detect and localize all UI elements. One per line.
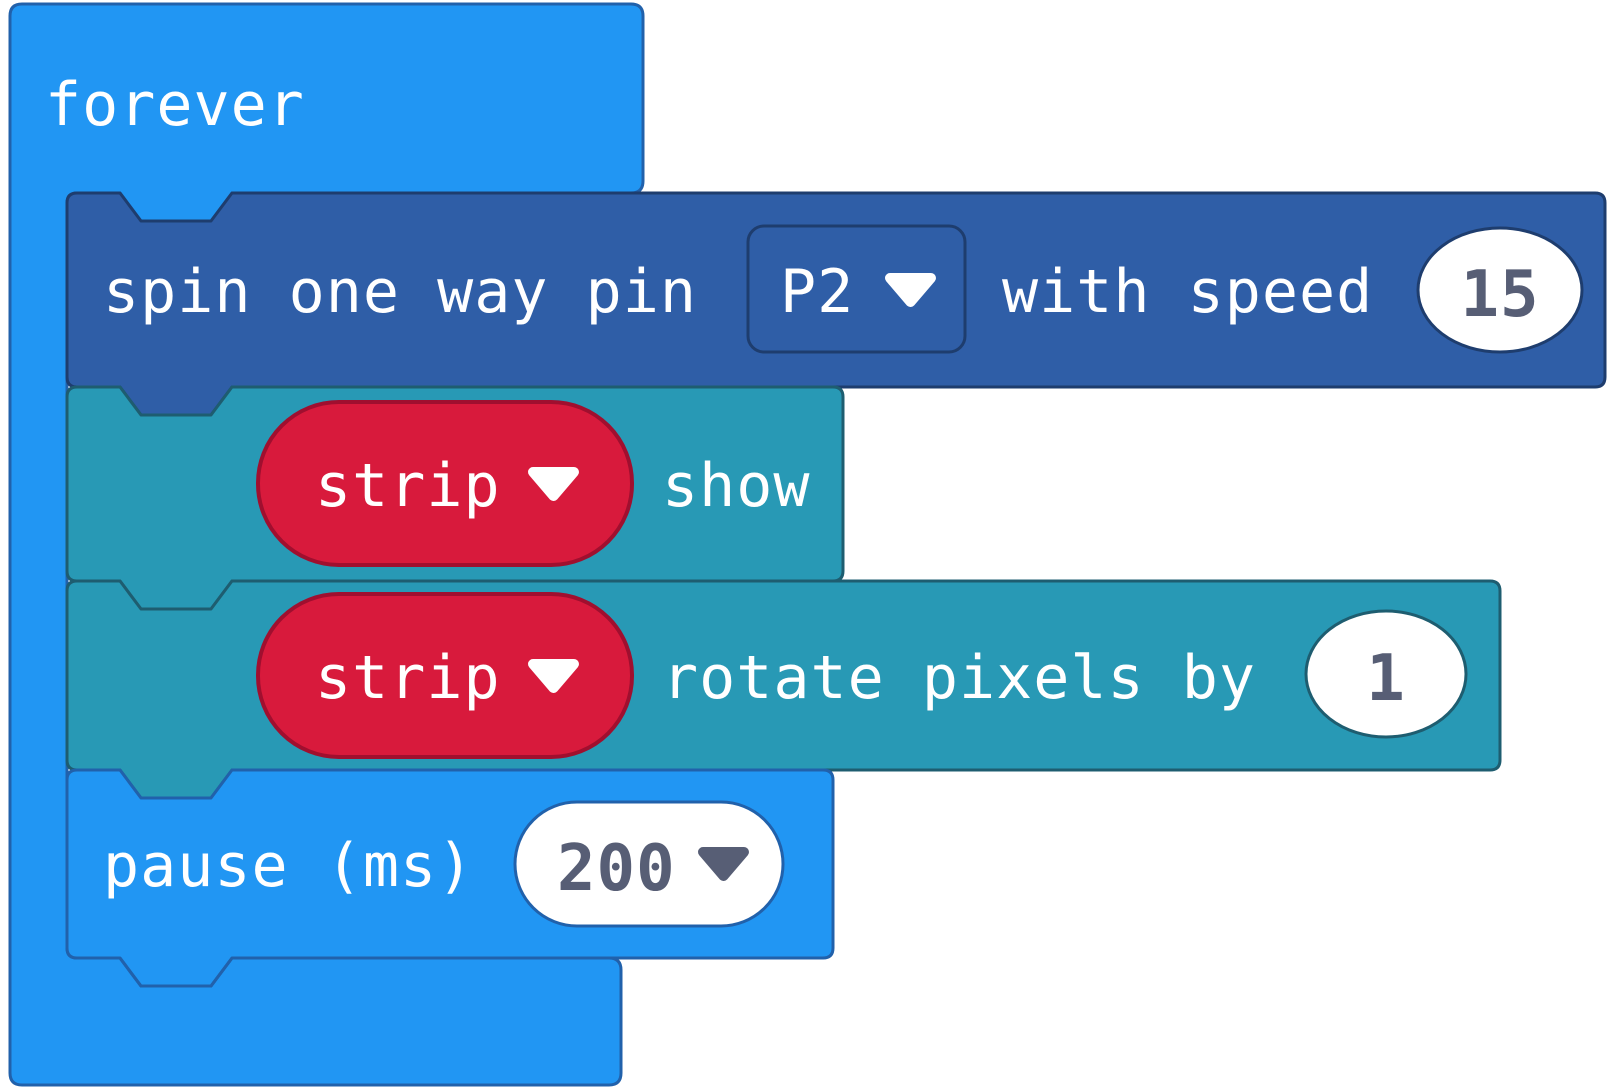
strip-show-block: strip show: [65, 385, 845, 611]
pause-label: pause (ms): [103, 831, 474, 901]
block-connector-notch: [118, 957, 234, 988]
spin-one-way-block: spin one way pin P2 with speed 15: [65, 191, 1607, 417]
dropdown-arrow-icon: [528, 467, 579, 501]
pause-block: pause (ms) 200: [65, 768, 835, 988]
spin-label-left: spin one way pin: [103, 257, 697, 327]
pause-ms-value: 200: [557, 832, 676, 906]
speed-value-oval[interactable]: [1416, 226, 1584, 354]
strip-variable-pill[interactable]: [256, 592, 634, 759]
speed-value-field[interactable]: 15: [1416, 226, 1584, 354]
pause-ms-field[interactable]: [513, 800, 785, 928]
dropdown-arrow-icon: [885, 273, 936, 307]
strip-variable-label: strip: [315, 643, 501, 713]
pin-dropdown-value: P2: [780, 257, 854, 327]
rotate-label: rotate pixels by: [662, 643, 1256, 713]
strip-variable-dropdown[interactable]: strip: [256, 592, 634, 759]
speed-value: 15: [1460, 258, 1539, 332]
strip-variable-pill[interactable]: [256, 400, 634, 567]
strip-rotate-block: strip rotate pixels by 1: [65, 579, 1502, 800]
rotate-offset-value: 1: [1366, 642, 1406, 716]
dropdown-arrow-icon: [528, 659, 579, 693]
show-label: show: [662, 451, 811, 521]
pause-ms-dropdown[interactable]: 200: [513, 800, 785, 928]
strip-variable-dropdown[interactable]: strip: [256, 400, 634, 567]
pin-dropdown[interactable]: P2: [746, 224, 967, 354]
pin-dropdown-box[interactable]: [746, 224, 967, 354]
spin-label-right: with speed: [1002, 257, 1373, 327]
rotate-offset-oval[interactable]: [1304, 609, 1468, 739]
forever-block: forever: [8, 2, 645, 1087]
strip-variable-label: strip: [315, 451, 501, 521]
forever-label: forever: [45, 70, 305, 140]
rotate-offset-field[interactable]: 1: [1304, 609, 1468, 739]
dropdown-arrow-icon: [698, 847, 749, 881]
